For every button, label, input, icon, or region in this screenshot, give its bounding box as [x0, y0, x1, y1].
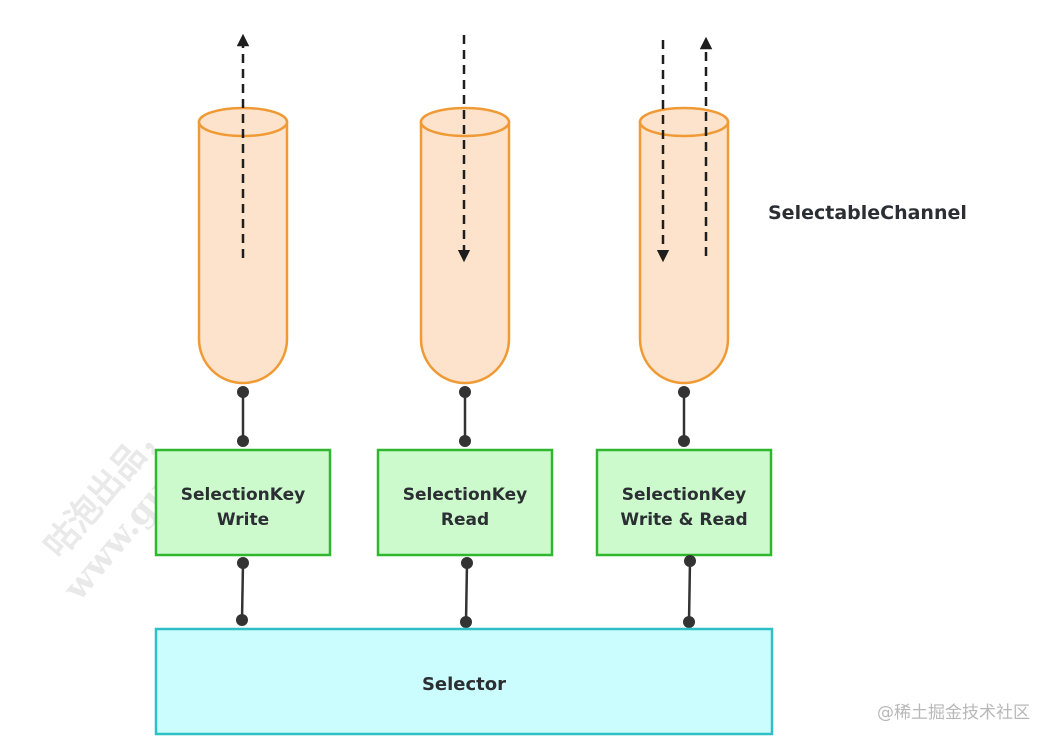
channel-cylinder-top [419, 106, 511, 138]
connector-dot [684, 555, 696, 567]
selection-key-box[interactable] [595, 448, 773, 557]
selection-key-read[interactable]: SelectionKey Read [376, 448, 554, 557]
selector-label: Selector [422, 674, 506, 695]
connector-line [687, 560, 692, 623]
connector-dot [678, 386, 690, 398]
connector-line [464, 562, 469, 623]
selector-box[interactable] [154, 627, 774, 736]
selection-key-mode: Write & Read [620, 510, 747, 530]
connector-dot [459, 386, 471, 398]
connector-dot [678, 435, 690, 447]
connector-dot [683, 616, 695, 628]
credit-text: @稀土掘金技术社区 [877, 703, 1030, 723]
channel-write: SelectionKey Write [154, 33, 332, 626]
connector-dot [459, 435, 471, 447]
selection-key-box[interactable] [154, 448, 332, 557]
connector-dot [460, 616, 472, 628]
selection-key-mode: Read [441, 510, 489, 530]
connector-dot [236, 614, 248, 626]
channel-cylinder [638, 120, 730, 385]
selection-key-label: SelectionKey [181, 485, 305, 505]
connector-line [240, 562, 245, 621]
channel-cylinder-top [638, 106, 730, 138]
selection-key-write[interactable]: SelectionKey Write [154, 448, 332, 557]
selection-key-write-read[interactable]: SelectionKey Write & Read [595, 448, 773, 557]
connector-dot [461, 557, 473, 569]
selection-key-mode: Write [217, 510, 269, 530]
selectable-channel-label: SelectableChannel [768, 202, 967, 224]
selection-key-label: SelectionKey [403, 485, 527, 505]
connector-dot [237, 386, 249, 398]
selection-key-label: SelectionKey [622, 485, 746, 505]
connector-dot [237, 557, 249, 569]
channel-read: SelectionKey Read [376, 35, 554, 628]
selection-key-box[interactable] [376, 448, 554, 557]
channel-write-read: SelectionKey Write & Read [595, 36, 773, 628]
connector-dot [237, 435, 249, 447]
selector[interactable]: Selector [154, 627, 774, 736]
